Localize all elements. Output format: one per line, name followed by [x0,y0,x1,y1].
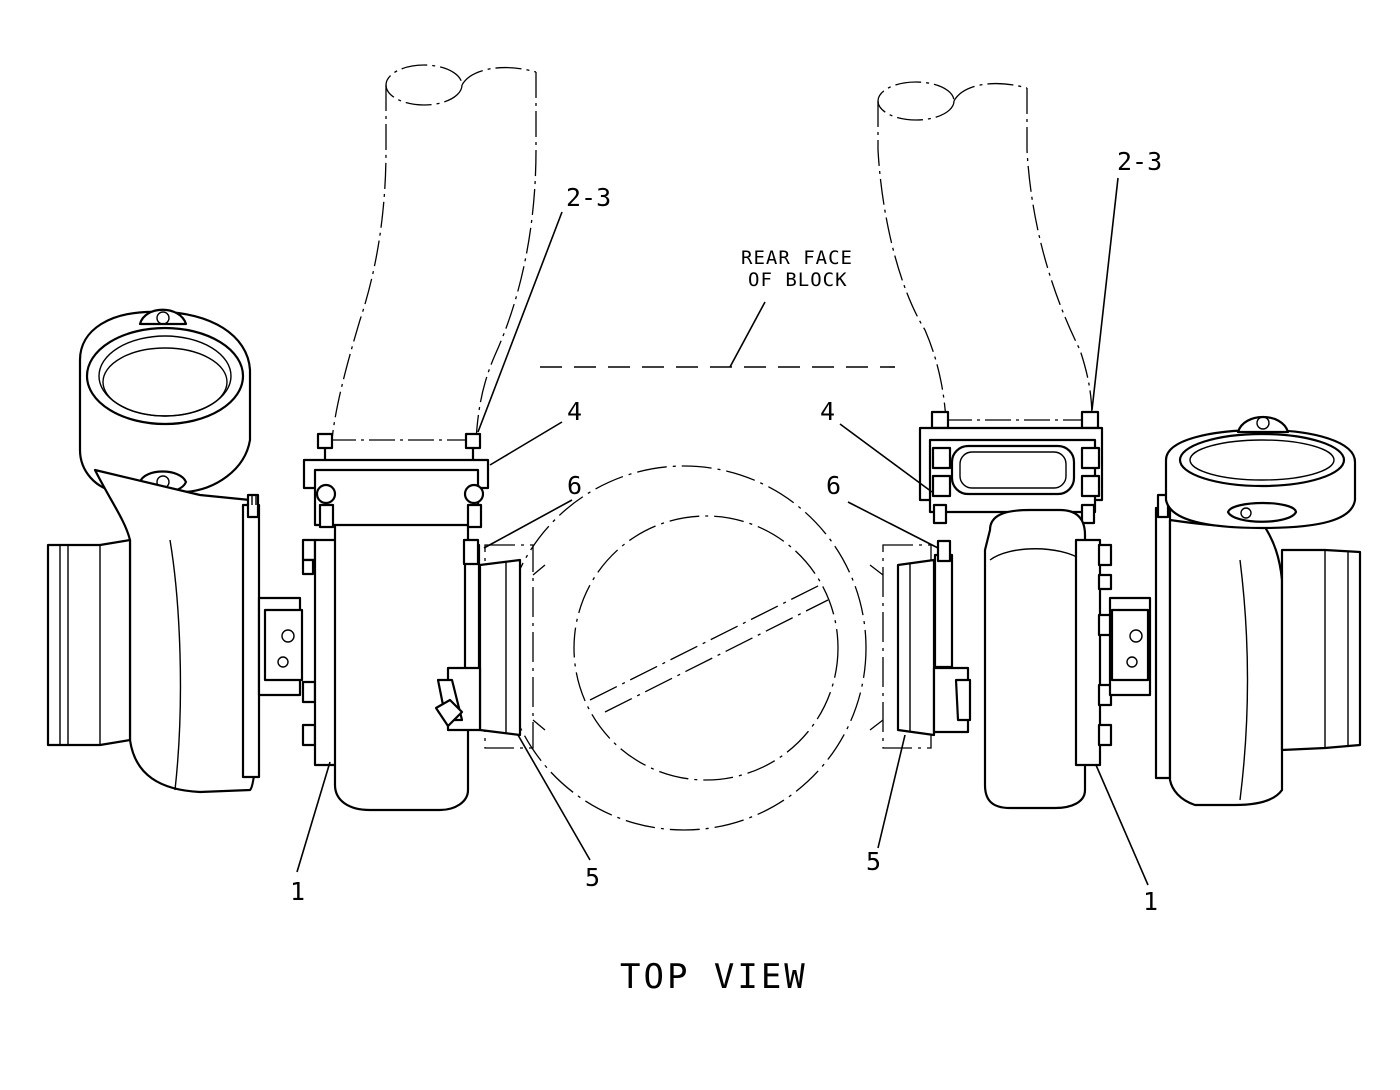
left-adapter-and-gasket [434,538,522,737]
callout-right-1: 1 [1143,887,1158,916]
callout-left-5: 5 [585,863,600,892]
note-rear-face-line2: OF BLOCK [748,269,848,291]
callout-right-6: 6 [826,471,841,500]
left-flange-plate [302,432,490,529]
leader-lines [296,177,1149,886]
callout-left-4: 4 [567,397,582,426]
callout-left-1: 1 [290,877,305,906]
view-title: TOP VIEW [620,957,808,997]
center-housing-phantom [484,465,932,831]
callout-right-4: 4 [820,397,835,426]
right-exhaust-elbow-phantom [877,81,1093,421]
rear-face-line [540,301,895,368]
right-adapter-and-gasket [896,539,972,737]
callout-right-2-3: 2-3 [1117,147,1162,176]
right-flange-plate [918,410,1104,525]
left-turbocharger [46,308,470,812]
callout-right-5: 5 [866,847,881,876]
callout-left-6: 6 [567,471,582,500]
callout-left-2-3: 2-3 [566,183,611,212]
callout-labels: 2-3 4 6 5 1 2-3 4 6 5 1 REAR FACE OF BLO… [290,147,1162,997]
note-rear-face-line1: REAR FACE [741,247,853,269]
right-turbocharger [983,416,1362,810]
left-exhaust-elbow-phantom [330,64,537,441]
